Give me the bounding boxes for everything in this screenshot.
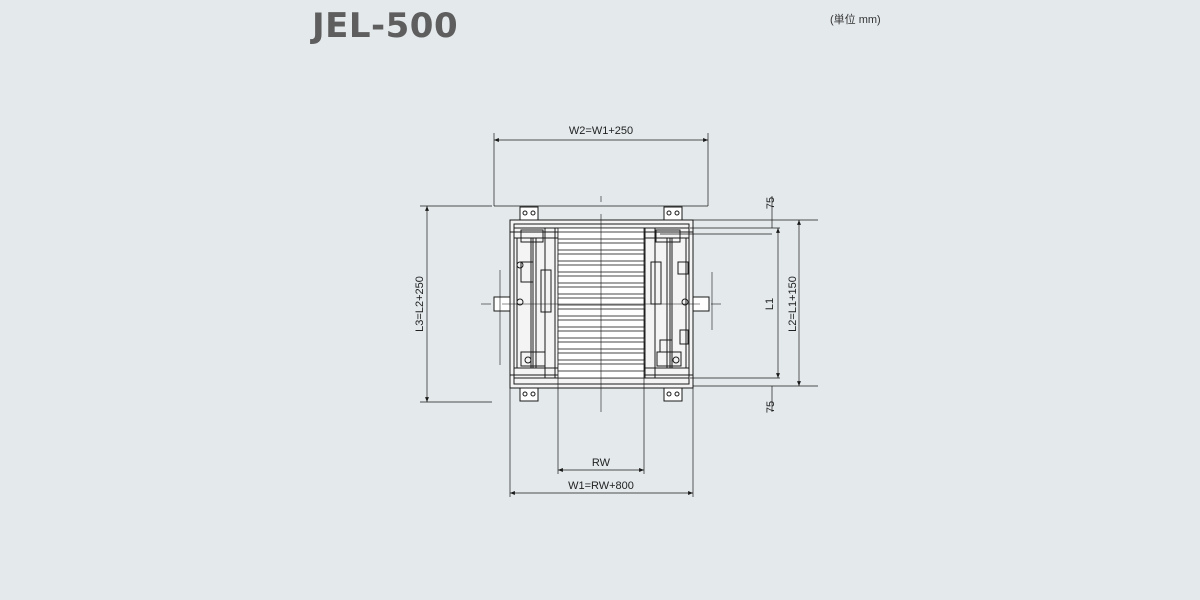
w2-label: W2=W1+250 <box>569 125 633 137</box>
bottom-offset-label: 75 <box>765 401 777 413</box>
l2-label: L2=L1+150 <box>787 276 799 332</box>
w1-label: W1=RW+800 <box>568 480 634 492</box>
mounting-brackets <box>493 206 710 402</box>
product-title: JEL-500 <box>312 6 459 46</box>
rw-label: RW <box>592 457 611 469</box>
center-lines <box>481 196 721 412</box>
l1-label: L1 <box>764 298 776 310</box>
unit-note: (単位 mm) <box>830 14 881 26</box>
top-offset-label: 75 <box>765 197 777 209</box>
l3-label: L3=L2+250 <box>414 276 426 332</box>
dimension-lines <box>420 133 818 497</box>
